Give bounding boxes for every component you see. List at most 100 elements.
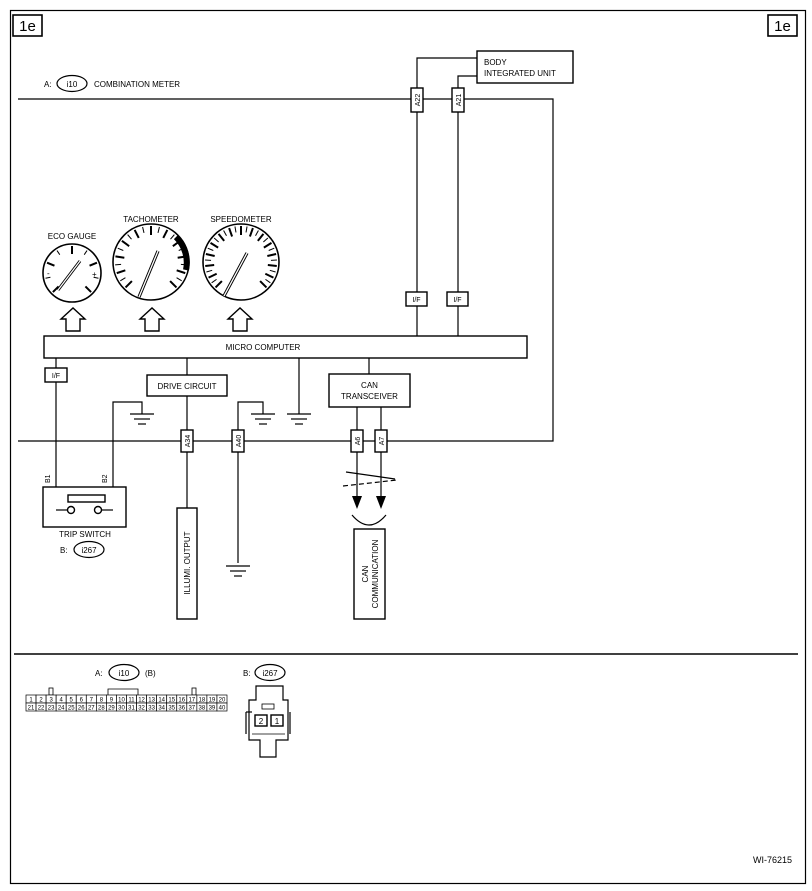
page-tag-right-box	[767, 14, 798, 37]
pin-tag-a6	[350, 429, 364, 453]
pin-tag-a7	[374, 429, 388, 453]
can-transceiver-line2: TRANSCEIVER	[341, 392, 398, 401]
gauge-tick	[264, 272, 274, 279]
body-integrated-unit-line2: INTEGRATED UNIT	[484, 69, 556, 78]
wire-a40	[237, 401, 264, 563]
gauge-tick	[269, 269, 276, 273]
connector-a-id-oval	[56, 74, 88, 93]
legend-a-pin-number: 3	[49, 697, 53, 703]
gauge-tick	[228, 227, 234, 237]
legend-a-pin-number: 28	[98, 705, 105, 711]
micro-computer-label: MICRO COMPUTER	[226, 343, 301, 352]
gauge-tick	[267, 253, 277, 257]
gauge-tick	[234, 226, 237, 233]
trip-switch-contact-left	[66, 505, 76, 515]
legend-a-pin-number: 5	[70, 697, 74, 703]
can-transceiver-box	[328, 373, 411, 408]
connector-a-id: i10	[67, 80, 78, 89]
tachometer-label: TACHOMETER	[123, 215, 179, 224]
trip-switch-contact-right	[93, 505, 103, 515]
trip-switch-prefix: B:	[60, 546, 68, 555]
legend-a-pin-number: 17	[188, 697, 195, 703]
pin-tag-a22	[410, 87, 424, 113]
legend-a-pin-number: 16	[178, 697, 185, 703]
page-tag-right: 1e	[774, 18, 791, 35]
pin-tag-a40	[231, 429, 245, 453]
gauge-tick	[120, 277, 126, 282]
can-communication-box	[353, 528, 386, 620]
gauge-tick	[115, 255, 125, 259]
pin-a22: A22	[415, 94, 422, 107]
connector-a-name: COMBINATION METER	[94, 80, 180, 89]
pin-tag-a21	[451, 87, 465, 113]
can-transceiver-line1: CAN	[361, 381, 378, 390]
wire-b2-ground	[112, 401, 143, 487]
micro-computer-box	[43, 335, 528, 359]
legend-a-pin-number: 27	[88, 705, 95, 711]
legend-a-pin-number: 1	[29, 697, 33, 703]
legend-a-pin-number: 2	[39, 697, 43, 703]
gauge-tick	[205, 253, 215, 257]
illumi-output-box	[176, 507, 198, 620]
legend-a-pin-number: 20	[219, 697, 226, 703]
figure-id: WI-76215	[753, 855, 792, 865]
legend-a-pin-number: 19	[209, 697, 216, 703]
gauge-tick	[206, 269, 213, 273]
gauge-tick	[211, 278, 217, 284]
legend-a-pin-number: 30	[118, 705, 125, 711]
illumi-output-label: ILLUMI. OUTPUT	[183, 531, 192, 594]
legend-a-id: i10	[119, 669, 130, 678]
legend-a-pin-number: 22	[38, 705, 45, 711]
legend-a-pin-number: 39	[209, 705, 216, 711]
legend-a-pin-number: 8	[100, 697, 104, 703]
gauge-tick	[255, 230, 259, 236]
legend-a-pin-number: 14	[158, 697, 165, 703]
pin-a7: A7	[379, 437, 386, 446]
ground-symbol-mc	[287, 413, 311, 425]
body-integrated-unit-box	[476, 50, 574, 84]
pin-a6: A6	[355, 437, 362, 446]
gauge-tick	[84, 285, 92, 293]
gauge-tick	[263, 237, 269, 243]
if-label-a21: I/F	[453, 297, 461, 304]
gauge-tick	[213, 237, 219, 243]
legend-a-id-oval	[108, 663, 140, 682]
legend-a-pin-number: 32	[138, 705, 145, 711]
legend-a-pin-number: 33	[148, 705, 155, 711]
gauge-tick	[162, 229, 169, 239]
legend-a-pin-number: 24	[58, 705, 65, 711]
ground-symbol-a40-top	[251, 413, 275, 425]
gauge-tick	[265, 278, 271, 284]
if-box-a22	[405, 291, 428, 307]
pin-b2: B2	[102, 474, 109, 483]
legend-a-pin-number: 29	[108, 705, 115, 711]
legend-a-pin-number: 36	[178, 705, 185, 711]
if-label-trip: I/F	[52, 373, 60, 380]
legend-a-pin-number: 9	[110, 697, 114, 703]
eco-gauge: - +	[42, 243, 102, 303]
gauge-tick	[268, 247, 275, 251]
gauge-tick	[117, 247, 124, 251]
arrow-a6	[352, 496, 362, 509]
legend-b-id: i267	[262, 669, 278, 678]
gauge-tick	[142, 226, 145, 233]
gauge-tick	[217, 233, 225, 242]
twist-dashed	[342, 479, 398, 487]
eco-gauge-minus: -	[47, 269, 50, 278]
connector-a-prefix: A:	[44, 80, 52, 89]
gauge-tick	[124, 280, 133, 289]
wire-a22	[416, 57, 477, 336]
legend-a-pin-number: 40	[219, 705, 226, 711]
legend-a-pin-number: 12	[138, 697, 145, 703]
legend-a-prefix: A:	[95, 669, 103, 678]
gauge-tick	[257, 233, 265, 242]
legend-a-pin-number: 26	[78, 705, 85, 711]
wire-a21	[457, 75, 477, 336]
arrow-tacho	[138, 307, 166, 332]
gauge-tick	[45, 276, 51, 279]
if-label-a22: I/F	[412, 297, 420, 304]
pin-a40: A40	[236, 435, 243, 448]
trip-switch-plunger	[67, 494, 106, 503]
